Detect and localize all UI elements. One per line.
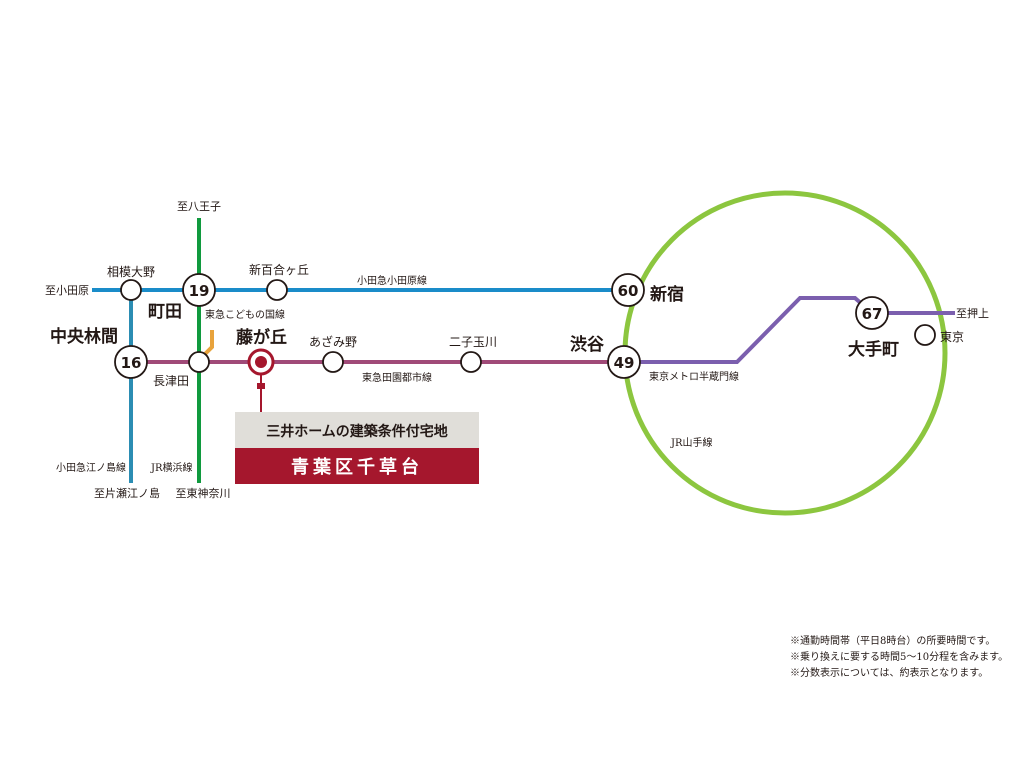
line-label-jr-yokohama: JR横浜線	[150, 461, 193, 474]
line-label-odakyu-odawara: 小田急小田原線	[357, 274, 427, 287]
station-tokyo: 東京	[940, 330, 964, 344]
property-banner-top	[235, 412, 479, 448]
stop-shinyurigaoka	[266, 279, 288, 301]
direction-higashikanagawa: 至東神奈川	[176, 486, 231, 500]
direction-oshiage: 至押上	[956, 306, 989, 320]
station-azamino: あざみ野	[309, 334, 357, 349]
time-circle-machida	[182, 273, 216, 307]
note-line: ※通勤時間帯（平日8時台）の所要時間です。	[790, 636, 996, 647]
station-machida: 町田	[148, 302, 182, 322]
note-line: ※分数表示については、約表示となります。	[790, 668, 989, 679]
station-futakotamagawa: 二子玉川	[449, 335, 497, 349]
station-shinyurigaoka: 新百合ヶ丘	[249, 262, 309, 277]
station-sagamiono: 相模大野	[107, 265, 155, 279]
property-banner-bottom-text: 青葉区千草台	[291, 456, 423, 478]
stop-azamino	[322, 351, 344, 373]
line-label-tokyo-metro-hanzomon: 東京メトロ半蔵門線	[649, 370, 739, 383]
station-fujigaoka: 藤が丘	[236, 327, 287, 348]
time-circle-shinjuku	[611, 273, 645, 307]
stop-fujigaoka-featured-dot	[255, 356, 267, 368]
time-machida: 19	[189, 282, 210, 300]
stop-sagamiono	[120, 279, 142, 301]
stop-tokyo	[914, 324, 936, 346]
time-chuorinkan: 16	[121, 354, 142, 372]
direction-katasenoshima: 至片瀬江ノ島	[94, 486, 160, 500]
direction-hachioji: 至八王子	[177, 200, 221, 213]
tokyo-metro-hanzomon-line	[624, 296, 955, 364]
station-nagatsuta: 長津田	[153, 374, 189, 388]
station-chuorinkan: 中央林間	[50, 326, 118, 347]
time-shinjuku: 60	[618, 282, 639, 300]
station-shinjuku: 新宿	[650, 284, 684, 305]
note-line: ※乗り換えに要する時間5～10分程を含みます。	[790, 652, 1009, 663]
line-label-jr-yamanote: JR山手線	[670, 436, 713, 449]
station-shibuya: 渋谷	[570, 334, 605, 355]
line-label-odakyu-enoshima: 小田急江ノ島線	[56, 461, 126, 474]
time-shibuya: 49	[614, 354, 635, 372]
time-circle-shibuya	[607, 345, 641, 379]
time-circle-otemachi	[855, 296, 889, 330]
station-otemachi: 大手町	[848, 339, 899, 360]
line-label-tokyu-denentoshi: 東急田園都市線	[362, 371, 432, 384]
time-otemachi: 67	[862, 305, 883, 323]
property-banner-top-text: 三井ホームの建築条件付宅地	[266, 423, 448, 440]
stop-futakotamagawa	[460, 351, 482, 373]
featured-station-connector-tab	[257, 383, 265, 389]
stop-nagatsuta	[188, 351, 210, 373]
direction-odawara: 至小田原	[45, 284, 89, 297]
line-label-tokyu-kodomonokuni: 東急こどもの国線	[205, 308, 285, 321]
property-banner-bottom	[235, 448, 479, 484]
time-circle-chuorinkan	[114, 345, 148, 379]
notes: ※通勤時間帯（平日8時台）の所要時間です。 ※乗り換えに要する時間5～10分程を…	[790, 634, 1020, 682]
